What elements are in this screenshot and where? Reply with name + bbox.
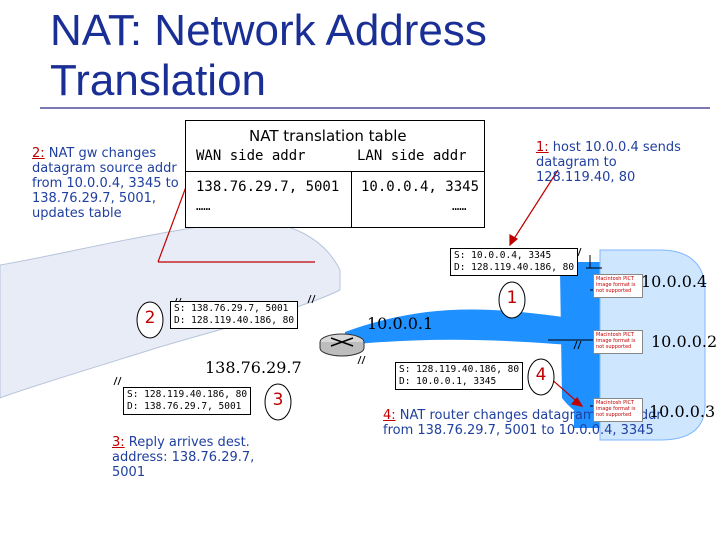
step-circle-4 xyxy=(527,358,555,396)
note-step-2: 2: NAT gw changes datagram source addr f… xyxy=(32,146,179,221)
step-circle-3 xyxy=(264,383,292,421)
wan-column-header: WAN side addr xyxy=(196,148,306,164)
host-image-3: Macintosh PICT image format is not suppo… xyxy=(593,398,643,422)
lan-link-main xyxy=(345,309,600,345)
step-number-3: 3 xyxy=(272,390,284,410)
host-address-2: 10.0.0.2 xyxy=(651,332,718,351)
callout-arrows xyxy=(157,159,584,407)
table-title: NAT translation table xyxy=(249,127,407,145)
note-step-3: 3: Reply arrives dest. address: 138.76.2… xyxy=(112,435,255,480)
table-header-rule xyxy=(186,171,484,172)
wan-row-more: …… xyxy=(196,199,211,213)
lan-row-value: 10.0.0.4, 3345 xyxy=(361,179,480,195)
step-number-2: 2 xyxy=(144,308,156,328)
host-address-3: 10.0.0.3 xyxy=(649,402,716,421)
lan-row-more: …… xyxy=(452,199,467,213)
router-lan-address: 10.0.0.1 xyxy=(367,314,434,333)
router-wan-address: 138.76.29.7 xyxy=(205,358,302,377)
host-image-1: Macintosh PICT image format is not suppo… xyxy=(593,274,643,298)
nat-translation-table: NAT translation table WAN side addr LAN … xyxy=(185,120,485,228)
step-circles xyxy=(136,281,555,421)
title-divider xyxy=(40,107,710,109)
datagram-4: S: 128.119.40.186, 80 D: 10.0.0.1, 3345 xyxy=(395,362,524,390)
host-address-1: 10.0.0.4 xyxy=(641,272,708,291)
page-title: NAT: Network Address Translation xyxy=(50,6,487,105)
datagram-2: S: 138.76.29.7, 5001 D: 128.119.40.186, … xyxy=(170,301,299,329)
host-image-2: Macintosh PICT image format is not suppo… xyxy=(593,330,643,354)
datagram-1: S: 10.0.0.4, 3345 D: 128.119.40.186, 80 xyxy=(450,248,579,276)
step-circle-1 xyxy=(498,281,526,319)
note-step-1: 1: host 10.0.0.4 sends datagram to 128.1… xyxy=(536,140,681,185)
step-number-4: 4 xyxy=(535,365,547,385)
step-number-1: 1 xyxy=(506,288,518,308)
step-circle-2 xyxy=(136,301,164,339)
datagram-3: S: 128.119.40.186, 80 D: 138.76.29.7, 50… xyxy=(123,387,252,415)
table-column-rule xyxy=(351,171,352,228)
router-icon xyxy=(319,333,365,357)
lan-column-header: LAN side addr xyxy=(357,148,467,164)
wan-row-value: 138.76.29.7, 5001 xyxy=(196,179,340,195)
